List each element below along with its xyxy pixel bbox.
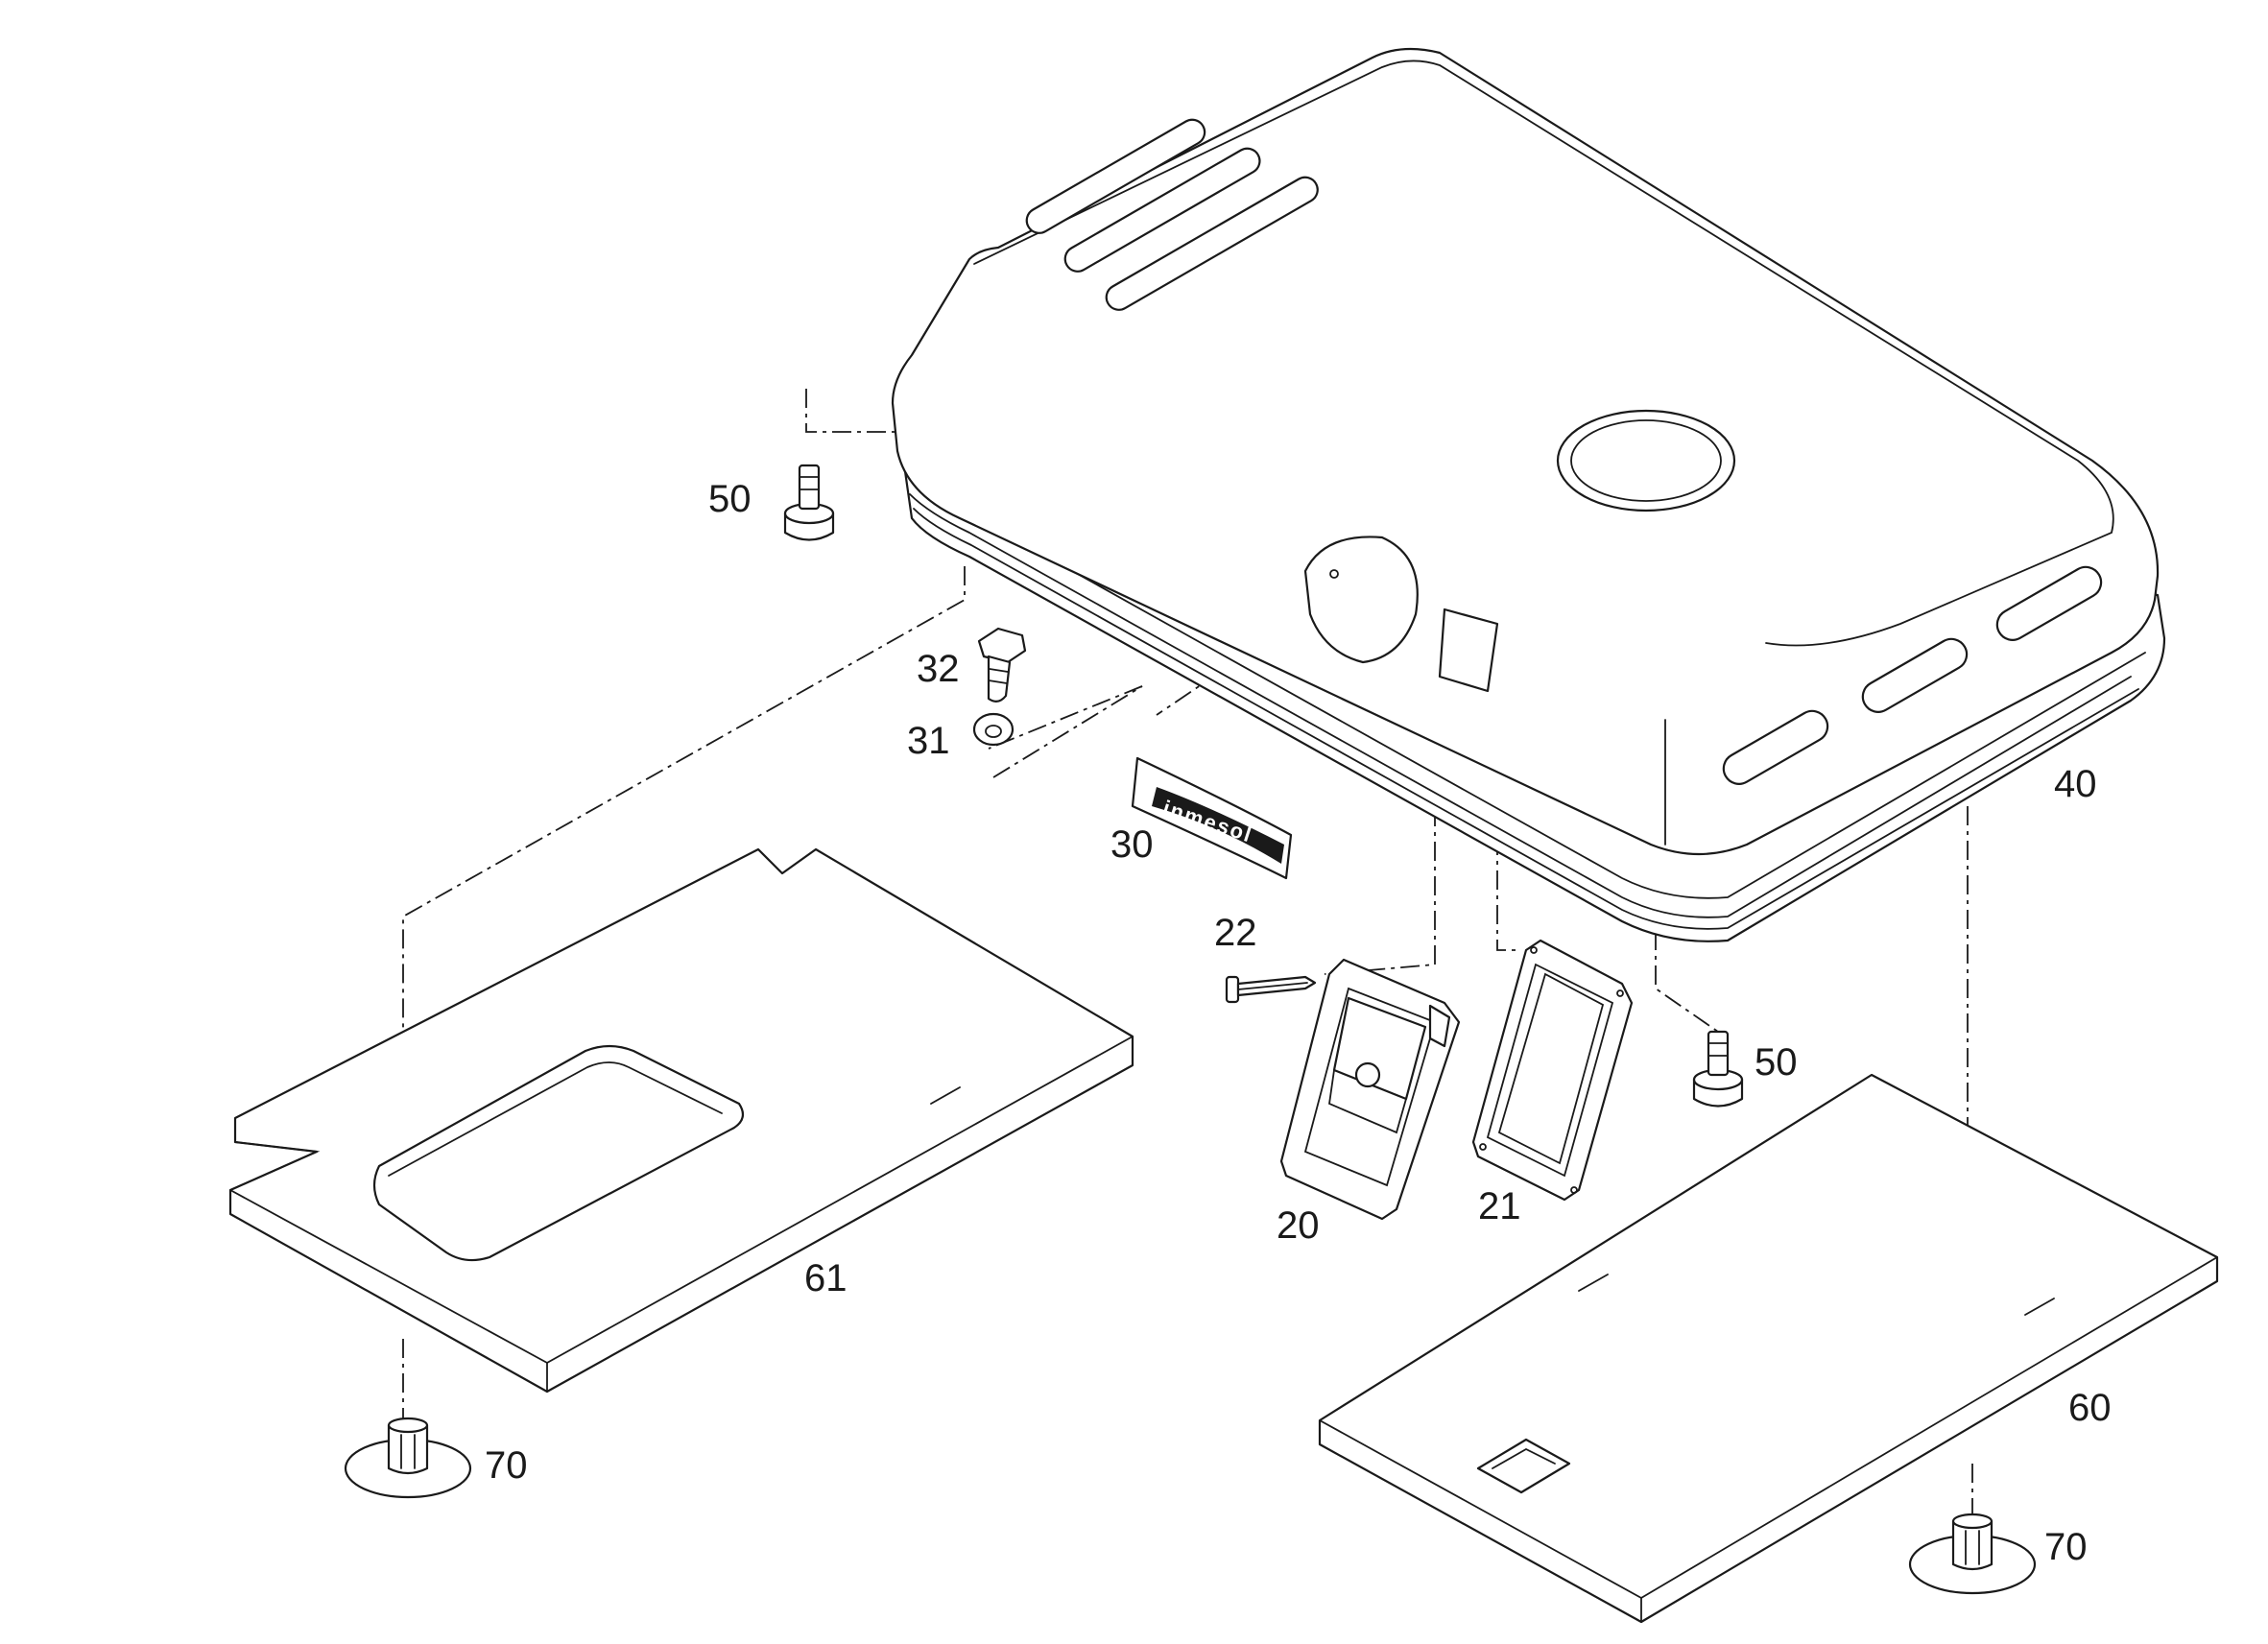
- bolt-32: [977, 627, 1027, 703]
- emblem-30: inmesol: [1131, 756, 1293, 880]
- callout-labels: 50 32 31 30 22 20 21 40 50 61 60 70 70: [485, 478, 2112, 1568]
- callout-22: 22: [1214, 912, 1257, 954]
- foot-70-left: [344, 1417, 472, 1499]
- callout-70-right: 70: [2044, 1526, 2088, 1568]
- washer-31: [972, 712, 1015, 747]
- callout-61: 61: [804, 1257, 848, 1299]
- callout-20: 20: [1277, 1204, 1320, 1247]
- callout-50-left: 50: [708, 478, 752, 520]
- panel-61: [228, 847, 1134, 1394]
- callout-60: 60: [2068, 1387, 2112, 1429]
- callout-30: 30: [1110, 823, 1154, 866]
- rivet-22: [1225, 975, 1317, 1004]
- callout-31: 31: [907, 720, 950, 762]
- callout-70-left: 70: [485, 1444, 528, 1487]
- callout-21: 21: [1478, 1185, 1521, 1227]
- screw-50-left: [783, 464, 835, 541]
- screw-50-right: [1692, 1030, 1744, 1108]
- callout-32: 32: [917, 648, 960, 690]
- gasket-21: [1471, 939, 1634, 1202]
- callout-40: 40: [2054, 763, 2097, 805]
- latch-20: [1279, 958, 1461, 1221]
- canopy-cover-40: [891, 47, 2166, 942]
- panel-60: [1318, 1073, 2219, 1624]
- foot-70-right: [1908, 1513, 2037, 1595]
- callout-50-right: 50: [1755, 1041, 1798, 1084]
